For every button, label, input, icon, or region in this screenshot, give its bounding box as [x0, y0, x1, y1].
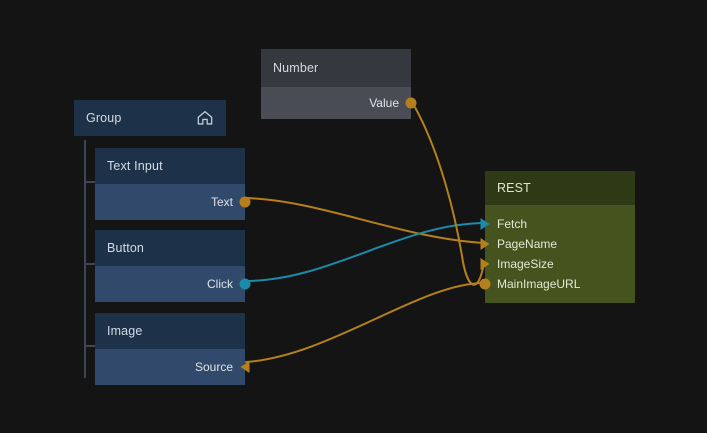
port-marker-click[interactable]: [239, 278, 251, 290]
port-marker-value[interactable]: [405, 97, 417, 109]
node-header-rest[interactable]: REST: [485, 171, 635, 205]
edge-value-to-imagesize: [411, 101, 485, 286]
node-header-text_input[interactable]: Text Input: [95, 148, 245, 184]
node-title-text_input: Text Input: [107, 159, 163, 173]
port-label-imagesize: ImageSize: [497, 257, 554, 271]
node-group[interactable]: Group: [74, 100, 226, 136]
edge-text-to-pagename: [244, 197, 485, 244]
port-rest-imagesize[interactable]: ImageSize: [480, 254, 635, 274]
edge-click-to-fetch: [244, 222, 485, 282]
port-label-source: Source: [194, 360, 233, 374]
node-header-number[interactable]: Number: [261, 49, 411, 87]
port-image-source[interactable]: Source: [95, 357, 250, 377]
port-label-pagename: PageName: [497, 237, 558, 251]
node-title-image: Image: [107, 324, 143, 338]
port-label-value: Value: [369, 96, 399, 110]
home-icon[interactable]: [196, 109, 214, 127]
node-title-rest: REST: [497, 181, 531, 195]
port-number-value[interactable]: Value: [261, 93, 417, 113]
port-marker-imagesize[interactable]: [480, 258, 490, 270]
node-title-group: Group: [86, 111, 122, 125]
port-button-click[interactable]: Click: [95, 274, 251, 294]
port-marker-fetch[interactable]: [480, 218, 490, 230]
port-label-click: Click: [207, 277, 233, 291]
port-rest-mainimageurl[interactable]: MainImageURL: [479, 274, 635, 294]
edge-mainimageurl-to-source: [245, 282, 485, 363]
port-marker-source[interactable]: [240, 361, 250, 373]
node-header-group[interactable]: Group: [74, 100, 226, 136]
port-rest-fetch[interactable]: Fetch: [480, 214, 635, 234]
node-body-button: Click: [95, 266, 251, 302]
node-header-button[interactable]: Button: [95, 230, 245, 266]
node-header-image[interactable]: Image: [95, 313, 245, 349]
node-body-number: Value: [261, 87, 417, 119]
port-rest-pagename[interactable]: PageName: [480, 234, 635, 254]
node-title-button: Button: [107, 241, 145, 255]
node-title-number: Number: [273, 61, 319, 75]
node-body-image: Source: [95, 349, 250, 385]
port-marker-pagename[interactable]: [480, 238, 490, 250]
port-label-fetch: Fetch: [497, 217, 528, 231]
port-label-text: Text: [210, 195, 233, 209]
port-marker-mainimageurl[interactable]: [479, 278, 491, 290]
port-marker-text[interactable]: [239, 196, 251, 208]
port-label-mainimageurl: MainImageURL: [497, 277, 581, 291]
port-text_input-text[interactable]: Text: [95, 192, 251, 212]
node-body-text_input: Text: [95, 184, 251, 220]
